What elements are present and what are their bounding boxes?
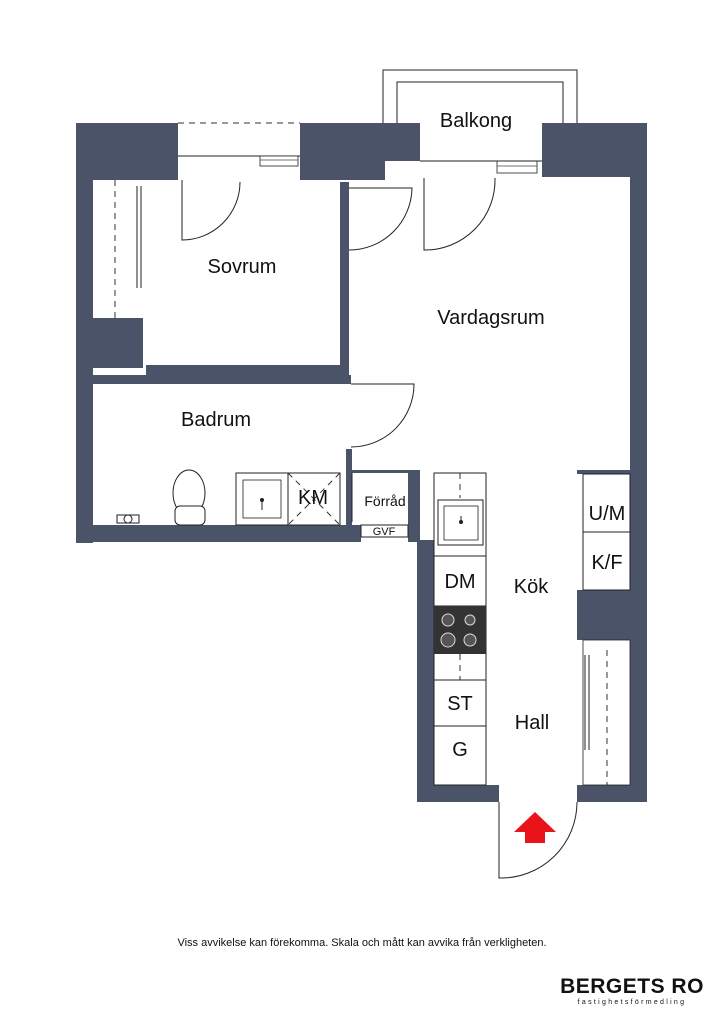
brand-tagline: fastighetsförmedling bbox=[577, 999, 687, 1006]
bathroom-fixtures bbox=[116, 469, 341, 526]
disclaimer: Viss avvikelse kan förekomma. Skala och … bbox=[177, 937, 547, 949]
doors bbox=[181, 177, 578, 879]
sink-icon bbox=[235, 472, 289, 526]
dishwasher-label: DM bbox=[444, 571, 475, 593]
hall-label: Hall bbox=[515, 712, 549, 734]
brand-logo: BERGETS RO fastighetsförmedling bbox=[552, 976, 712, 1008]
bathroom-label: Badrum bbox=[181, 409, 251, 431]
oven-micro-label: U/M bbox=[589, 503, 626, 525]
kitchen-label: Kök bbox=[514, 576, 549, 598]
entrance-arrow-icon bbox=[514, 812, 556, 843]
wardrobe-label: ST bbox=[447, 693, 473, 715]
windows bbox=[93, 122, 631, 786]
stove-icon bbox=[434, 606, 486, 654]
living-room-label: Vardagsrum bbox=[437, 307, 544, 329]
kitchen-fixtures bbox=[360, 472, 631, 786]
vent-label: GVF bbox=[373, 526, 396, 538]
g-label: G bbox=[452, 739, 468, 761]
washer-label: KM bbox=[298, 487, 328, 509]
sink-icon bbox=[437, 499, 484, 546]
bedroom-label: Sovrum bbox=[208, 256, 277, 278]
balcony-label: Balkong bbox=[440, 110, 512, 132]
storage-label: Förråd bbox=[364, 493, 405, 509]
walls bbox=[76, 123, 647, 802]
fridge-freezer-label: K/F bbox=[591, 552, 622, 574]
brand-name: BERGETS RO bbox=[560, 975, 704, 998]
toilet-icon bbox=[172, 469, 206, 526]
